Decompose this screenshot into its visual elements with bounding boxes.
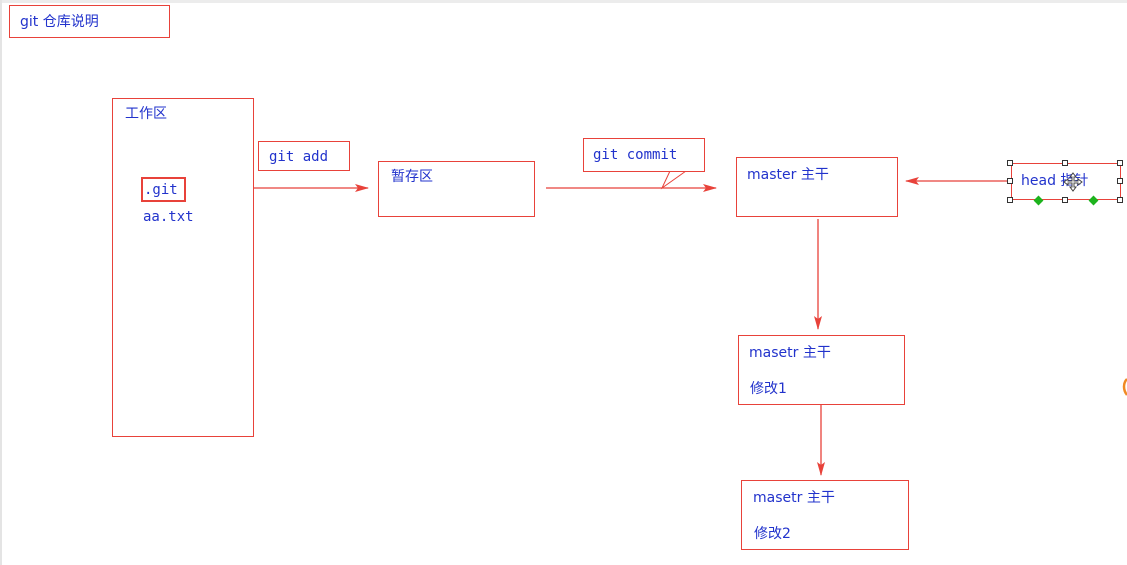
commit-callout-tail [660, 170, 687, 190]
resize-handle-bl[interactable] [1007, 197, 1013, 203]
file-aa-txt[interactable]: aa.txt [143, 209, 194, 225]
commit-2-note: 修改2 [754, 526, 791, 542]
commit-1-box[interactable]: masetr 主干 修改1 [738, 335, 905, 405]
staging-label: 暂存区 [391, 169, 433, 185]
staging-box[interactable]: 暂存区 [378, 161, 535, 217]
commit-1-branch: masetr 主干 [749, 345, 831, 361]
title-box[interactable]: git 仓库说明 [9, 5, 170, 38]
resize-handle-mr[interactable] [1117, 178, 1123, 184]
resize-handle-tm[interactable] [1062, 160, 1068, 166]
resize-handle-tr[interactable] [1117, 160, 1123, 166]
resize-handle-ml[interactable] [1007, 178, 1013, 184]
page-title: git 仓库说明 [20, 14, 99, 30]
workspace-box[interactable]: 工作区 [112, 98, 254, 437]
git-folder-label: .git [144, 182, 178, 198]
git-add-box[interactable]: git add [258, 141, 350, 171]
move-cursor-icon [1063, 172, 1083, 192]
resize-handle-br[interactable] [1117, 197, 1123, 203]
master-label: master 主干 [747, 167, 829, 183]
master-box[interactable]: master 主干 [736, 157, 898, 217]
top-shade [0, 0, 1127, 3]
commit-2-branch: masetr 主干 [753, 490, 835, 506]
git-add-label: git add [269, 149, 329, 165]
git-folder-box[interactable]: .git [141, 177, 186, 202]
commit-2-box[interactable]: masetr 主干 修改2 [741, 480, 909, 550]
resize-handle-tl[interactable] [1007, 160, 1013, 166]
git-commit-box[interactable]: git commit [583, 138, 705, 172]
edge-orange-mark [1122, 378, 1127, 396]
left-edge [0, 0, 2, 565]
git-commit-label: git commit [593, 147, 678, 163]
resize-handle-bm[interactable] [1062, 197, 1068, 203]
workspace-label: 工作区 [125, 106, 167, 122]
commit-1-note: 修改1 [750, 381, 787, 397]
